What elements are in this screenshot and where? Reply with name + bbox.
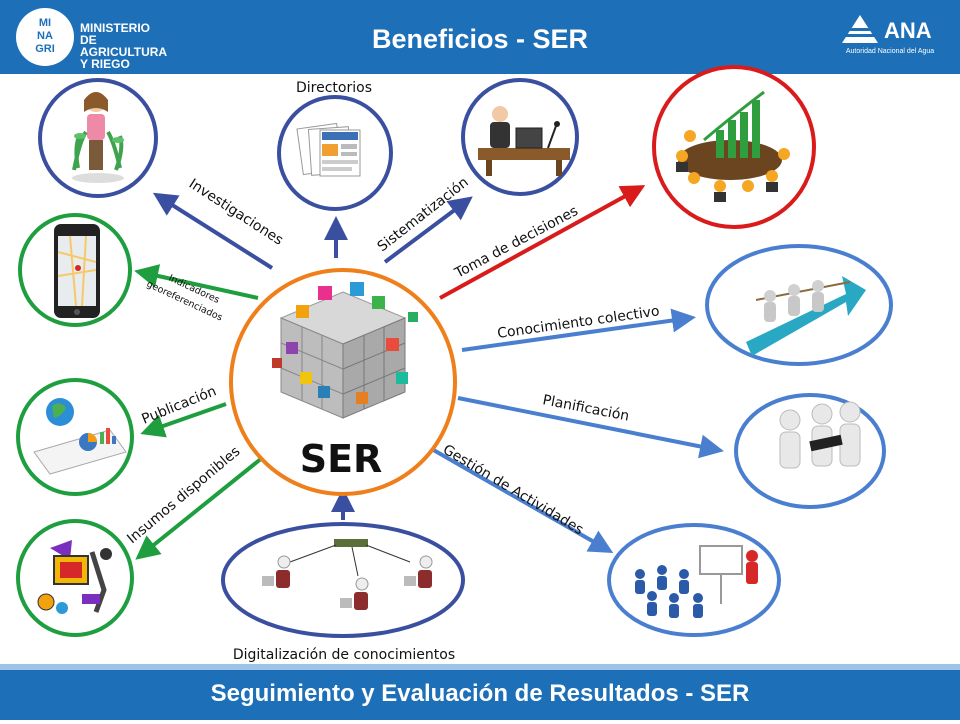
center-node: SER: [229, 268, 457, 496]
ana-mark-icon: [842, 15, 878, 43]
node-planificacion: [734, 393, 886, 509]
teamwork-icon: [746, 276, 866, 356]
globe-report-icon: [33, 398, 127, 475]
meeting-chart-icon: [676, 90, 790, 202]
minagri-seal-line: MI: [38, 17, 52, 29]
planning-people-icon: [779, 401, 861, 469]
node-toma-decisiones: [652, 65, 816, 229]
node-sistematizacion: [461, 78, 579, 196]
label-sistematizacion: Sistematización: [375, 174, 472, 255]
arrow-investigaciones: [152, 192, 274, 270]
node-investigaciones: [38, 78, 158, 198]
minagri-logo: MI NA GRI MINISTERIO DE AGRICULTURA Y RI…: [16, 8, 186, 70]
minagri-line: DE AGRICULTURA: [80, 33, 168, 59]
label-planificacion: Planificación: [541, 392, 630, 424]
page-title: Beneficios - SER: [371, 24, 589, 54]
cube-icon: [272, 282, 418, 419]
ana-logo: ANA Autoridad Nacional del Agua: [834, 12, 946, 64]
footer-bar: [0, 664, 960, 720]
label-investigaciones: Investigaciones: [186, 176, 286, 249]
farmer-icon: [72, 92, 124, 183]
minagri-line: MINISTERIO: [80, 21, 151, 35]
center-label: SER: [300, 437, 383, 481]
smartphone-map-icon: [54, 224, 100, 318]
arrow-conocimiento-colectivo: [461, 308, 696, 352]
arrow-toma-decisiones: [439, 185, 646, 300]
arrow-planificacion: [457, 396, 724, 459]
arrow-gestion-actividades: [429, 446, 614, 553]
presentation-icon: [635, 545, 758, 618]
arrow-publicacion: [140, 402, 227, 438]
node-digitalizacion: [221, 522, 465, 638]
label-digitalizacion: Digitalización de conocimientos: [233, 647, 455, 663]
node-insumos: [16, 519, 134, 637]
label-insumos-disponibles: Insumos disponibles: [124, 443, 243, 547]
label-conocimiento-colectivo: Conocimiento colectivo: [496, 303, 660, 342]
arrow-indicadores: [134, 264, 259, 300]
node-gestion-actividades: [607, 523, 781, 637]
minagri-seal-line: GRI: [35, 43, 55, 55]
ana-name: ANA: [884, 18, 932, 43]
node-conocimiento-colectivo: [705, 244, 893, 366]
minagri-seal-line: NA: [37, 30, 53, 42]
minagri-line: Y RIEGO: [80, 57, 130, 71]
node-publicacion: [16, 378, 134, 496]
network-computers-icon: [262, 539, 433, 610]
label-directorios: Directorios: [296, 80, 372, 96]
node-ring: [734, 393, 886, 509]
node-indicadores: [18, 213, 132, 327]
ana-subtitle: Autoridad Nacional del Agua: [845, 48, 935, 55]
minagri-text: MINISTERIO DE AGRICULTURA Y RIEGO: [80, 22, 186, 70]
node-directorios: Directorios: [277, 80, 393, 211]
label-toma-decisiones: Toma de decisiones: [451, 203, 580, 282]
label-gestion-actividades: Gestión de Actividades: [440, 442, 586, 539]
node-ring: [221, 522, 465, 638]
desk-worker-icon: [478, 106, 570, 176]
minagri-seal: MI NA GRI: [16, 8, 74, 66]
directory-pages-icon: [296, 122, 361, 177]
footer-title: Seguimiento y Evaluación de Resultados -…: [210, 680, 750, 707]
media-collage-icon: [37, 540, 112, 614]
arrow-insumos: [135, 456, 264, 560]
arrows: [134, 185, 724, 560]
header-bar: [0, 0, 960, 74]
arrow-sistematizacion: [383, 196, 473, 264]
